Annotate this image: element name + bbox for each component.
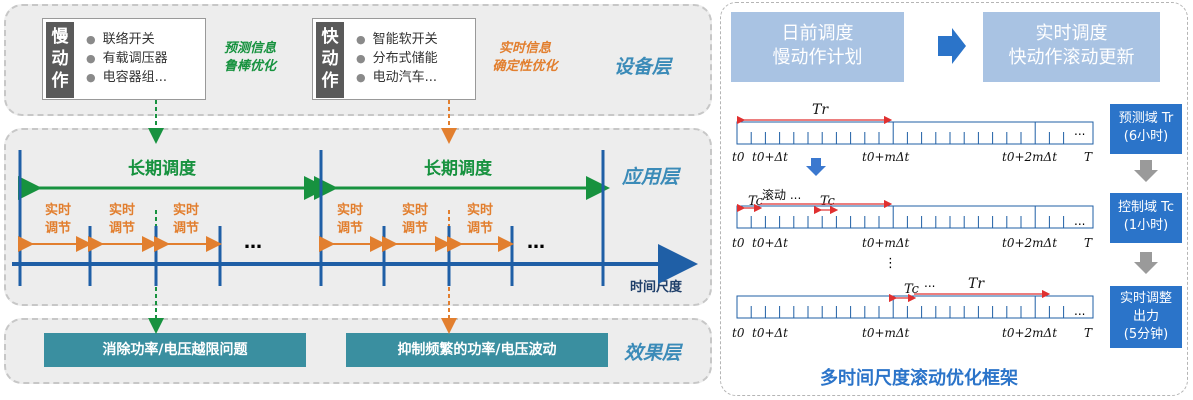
vdots: ⋮: [884, 256, 897, 271]
tr-label: Tr: [812, 102, 829, 118]
tick-label: t0: [732, 326, 745, 340]
realtime-word: 调节: [466, 221, 493, 236]
down-arrow-icon: [1134, 160, 1158, 182]
realtime-word: 调节: [44, 221, 71, 236]
slow-tag: 慢动作: [46, 22, 74, 98]
realtime-label: 实时调节: [166, 202, 206, 238]
slow-opt-line: 预测信息: [223, 41, 276, 56]
down-arrow-icon: [1134, 252, 1158, 274]
tick-label: t0+mΔt: [862, 326, 910, 340]
side-line: 出力: [1132, 309, 1159, 324]
rolling-label: 滚动 ...: [762, 188, 802, 202]
fast-tag-text: 快动作: [321, 27, 339, 91]
tc-label: Tc: [904, 282, 919, 297]
tick-label: t0+Δt: [752, 326, 788, 340]
effect-layer-name: 效果层: [624, 342, 682, 364]
prediction-domain-box: 预测域 Tr (6小时): [1110, 104, 1182, 154]
dots-label: ...: [1074, 124, 1086, 138]
realtime-word: 实时: [108, 203, 135, 218]
day-ahead-line: 日前调度: [781, 23, 854, 44]
slow-device-list: 联络开关 有载调压器 电容器组...: [86, 30, 168, 87]
realtime-word: 实时: [44, 203, 71, 218]
day-ahead-box: 日前调度 慢动作计划: [731, 12, 904, 82]
side-line: 控制域 Tc: [1117, 200, 1174, 215]
realtime-word: 调节: [108, 221, 135, 236]
slow-tag-text: 慢动作: [51, 27, 69, 91]
tick-label: T: [1084, 236, 1093, 250]
control-domain-box: 控制域 Tc (1小时): [1110, 193, 1182, 243]
realtime-dispatch-line: 实时调度: [1035, 23, 1108, 44]
realtime-label: 实时调节: [460, 202, 500, 238]
ellipsis: …: [527, 232, 545, 253]
realtime-label: 实时调节: [38, 202, 78, 238]
slow-item: 电容器组...: [86, 68, 168, 87]
dots-label: ...: [1074, 214, 1086, 228]
tick-label: t0+Δt: [752, 150, 788, 164]
tick-label: t0: [732, 150, 745, 164]
tick-label: t0: [732, 236, 745, 250]
realtime-dispatch-box: 实时调度 快动作滚动更新: [983, 12, 1160, 82]
down-arrow-icon: [806, 158, 826, 176]
long-term-label: 长期调度: [424, 159, 492, 179]
realtime-word: 实时: [172, 203, 199, 218]
right-arrow-icon: [938, 28, 966, 64]
dots-label: ...: [1074, 304, 1086, 318]
fast-tag: 快动作: [316, 22, 344, 98]
effect-bar-overlimit: 消除功率/电压越限问题: [44, 333, 306, 367]
slow-opt-line: 鲁棒优化: [223, 59, 276, 74]
slow-opt-text: 预测信息 鲁棒优化: [212, 40, 288, 76]
fast-device-list: 智能软开关 分布式储能 电动汽车...: [356, 30, 438, 87]
tick-label: T: [1084, 150, 1093, 164]
slow-item: 联络开关: [86, 30, 168, 49]
timeline-bar: [736, 205, 1094, 229]
realtime-word: 调节: [401, 221, 428, 236]
app-layer-name: 应用层: [622, 166, 680, 188]
tr-label: Tr: [968, 276, 985, 292]
tick-label: t0+mΔt: [862, 236, 910, 250]
effect-bar-fluctuation: 抑制频繁的功率/电压波动: [346, 333, 608, 367]
tick-label: t0+Δt: [752, 236, 788, 250]
realtime-label: 实时调节: [395, 202, 435, 238]
side-line: (1小时): [1123, 218, 1169, 233]
realtime-word: 调节: [172, 221, 199, 236]
tick-label: t0+2mΔt: [1002, 326, 1058, 340]
realtime-label: 实时调节: [330, 202, 370, 238]
realtime-label: 实时调节: [102, 202, 142, 238]
timeline-bar: [736, 121, 1094, 145]
realtime-word: 实时: [401, 203, 428, 218]
tc-label: Tc: [820, 194, 835, 209]
device-layer-name: 设备层: [614, 56, 672, 78]
left-diagram-graphics: [12, 100, 698, 334]
ellipsis: …: [244, 232, 262, 253]
slow-item: 有载调压器: [86, 49, 168, 68]
fast-item: 智能软开关: [356, 30, 438, 49]
tick-label: t0+2mΔt: [1002, 150, 1058, 164]
side-line: 预测域 Tr: [1118, 111, 1174, 126]
timeline-bar: [736, 295, 1094, 319]
tick-label: t0+mΔt: [862, 150, 910, 164]
long-term-label: 长期调度: [128, 159, 196, 179]
fast-item: 电动汽车...: [356, 68, 438, 87]
realtime-word: 调节: [336, 221, 363, 236]
framework-title: 多时间尺度滚动优化框架: [820, 368, 1018, 389]
fast-opt-line: 确定性优化: [492, 59, 558, 74]
tick-label: t0+2mΔt: [1002, 236, 1058, 250]
side-line: 实时调整: [1119, 291, 1172, 306]
day-ahead-line: 慢动作计划: [772, 47, 863, 68]
tick-label: T: [1084, 326, 1093, 340]
fast-opt-line: 实时信息: [498, 41, 551, 56]
fast-opt-text: 实时信息 确定性优化: [482, 40, 568, 76]
realtime-dispatch-line: 快动作滚动更新: [1008, 47, 1135, 68]
dots-label: ...: [924, 276, 936, 290]
side-line: (6小时): [1123, 129, 1169, 144]
app-layer: [4, 128, 712, 306]
realtime-word: 实时: [336, 203, 363, 218]
fast-item: 分布式储能: [356, 49, 438, 68]
realtime-word: 实时: [466, 203, 493, 218]
side-line: (5分钟): [1123, 327, 1169, 342]
realtime-adjust-box: 实时调整 出力 (5分钟): [1110, 286, 1182, 348]
